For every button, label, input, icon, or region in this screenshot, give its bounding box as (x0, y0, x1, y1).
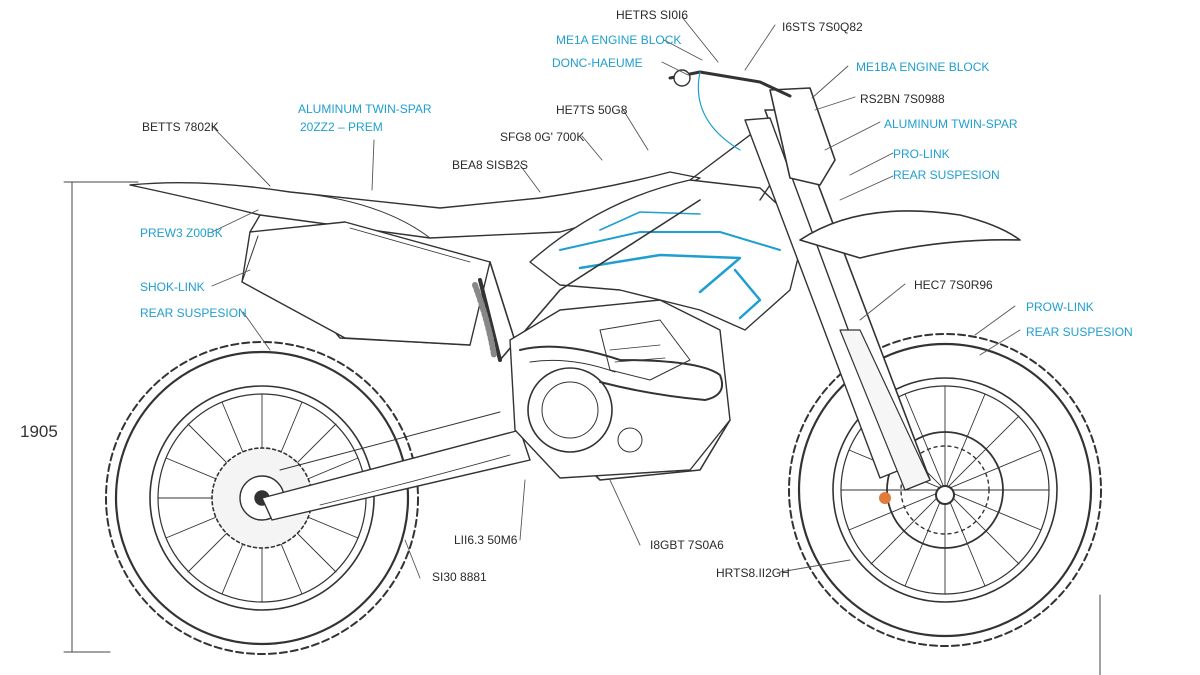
callout-top-2: ME1A ENGINE BLOCK (556, 33, 682, 47)
engine (509, 299, 731, 479)
callout-top-1: HETRS SI0I6 (616, 8, 689, 22)
callout-right-1: ME1BA ENGINE BLOCK (856, 60, 990, 74)
callout-bottom-2: SI30 8881 (432, 570, 487, 584)
height-dimension-label: 1905 (20, 422, 58, 441)
callout-right-3: ALUMINUM TWIN-SPAR (884, 117, 1018, 131)
callout-right-6: HEC7 7S0R96 (914, 278, 993, 292)
exhaust-pipe (519, 345, 724, 401)
front-brake-disc (886, 431, 1004, 549)
callout-top-4: I6STS 7S0Q82 (782, 20, 863, 34)
callout-mid-2: SFG8 0G' 700K (500, 130, 585, 144)
fuel-tank-shroud (529, 179, 806, 331)
front-fork (744, 109, 931, 491)
callout-left-2: ALUMINUM TWIN-SPAR (298, 102, 432, 116)
callout-mid-1: HE7TS 50G8 (556, 103, 628, 117)
callout-left-3: 20ZZ2 – PREM (300, 120, 383, 134)
callout-bottom-4: HRTS8.II2GH (716, 566, 790, 580)
front-fender (799, 210, 1021, 259)
callout-mid-3: BEA8 SISB2S (452, 158, 529, 172)
callout-right-5: REAR SUSPESION (893, 168, 1000, 182)
height-dimension (63, 181, 1101, 675)
front-wheel (788, 333, 1102, 647)
callout-right-4: PRO-LINK (893, 147, 950, 161)
callout-left-5: SHOK-LINK (140, 280, 205, 294)
callout-bottom-3: I8GBT 7S0A6 (650, 538, 724, 552)
front-number-plate (769, 87, 836, 186)
callout-top-3: DONC-HAEUME (552, 56, 643, 70)
callout-left-4: PREW3 Z00BK (140, 226, 223, 240)
callout-right-2: RS2BN 7S0988 (860, 92, 945, 106)
leader-lines (211, 16, 1021, 579)
callout-bottom-1: LII6.3 50M6 (454, 533, 518, 547)
swingarm (261, 411, 531, 521)
callout-right-8: REAR SUSPESION (1026, 325, 1133, 339)
callout-right-7: PROW-LINK (1026, 300, 1094, 314)
callout-left-6: REAR SUSPESION (140, 306, 247, 320)
callout-left-1: BETTS 7802K (142, 120, 219, 134)
rear-shock (472, 278, 502, 362)
handlebar (668, 69, 792, 151)
side-panel (241, 221, 491, 346)
